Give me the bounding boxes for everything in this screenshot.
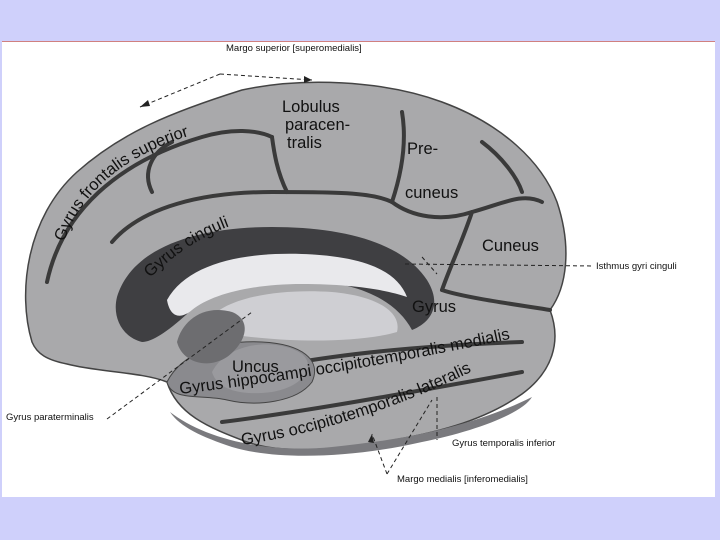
callout-arrows — [140, 76, 374, 443]
ventricle-area — [167, 253, 407, 316]
callout-isthmus: Isthmus gyri cinguli — [596, 261, 677, 272]
label-lobulus-2: paracen- — [285, 116, 350, 134]
label-gyrus: Gyrus — [412, 298, 456, 316]
corpus-callosum — [115, 227, 435, 342]
callout-paraterminalis: Gyrus parat­erminalis — [6, 412, 94, 423]
callout-temporalis-inferior: Gyrus temporalis inferior — [452, 438, 555, 449]
hippocampal-dark — [177, 310, 245, 364]
brain-diagram: Gyrus frontalis superior Lobulus paracen… — [6, 43, 677, 485]
callout-lines — [106, 73, 595, 475]
callout-margo-superior: Margo superior [superomedialis] — [226, 43, 362, 54]
label-precuneus-1: Pre- — [407, 140, 438, 158]
label-precuneus-2: cuneus — [405, 184, 458, 202]
label-lobulus-1: Lobulus — [282, 98, 340, 116]
uncus-shape — [212, 344, 308, 394]
diagram-panel: Gyrus frontalis superior Lobulus paracen… — [2, 41, 715, 497]
label-cuneus: Cuneus — [482, 237, 539, 255]
thalamus-area — [207, 291, 398, 341]
callout-margo-medialis: Margo medialis [inferomedialis] — [397, 474, 528, 485]
inferior-band — [170, 397, 532, 456]
label-lobulus-3: tralis — [287, 134, 322, 152]
label-uncus: Uncus — [232, 358, 279, 376]
